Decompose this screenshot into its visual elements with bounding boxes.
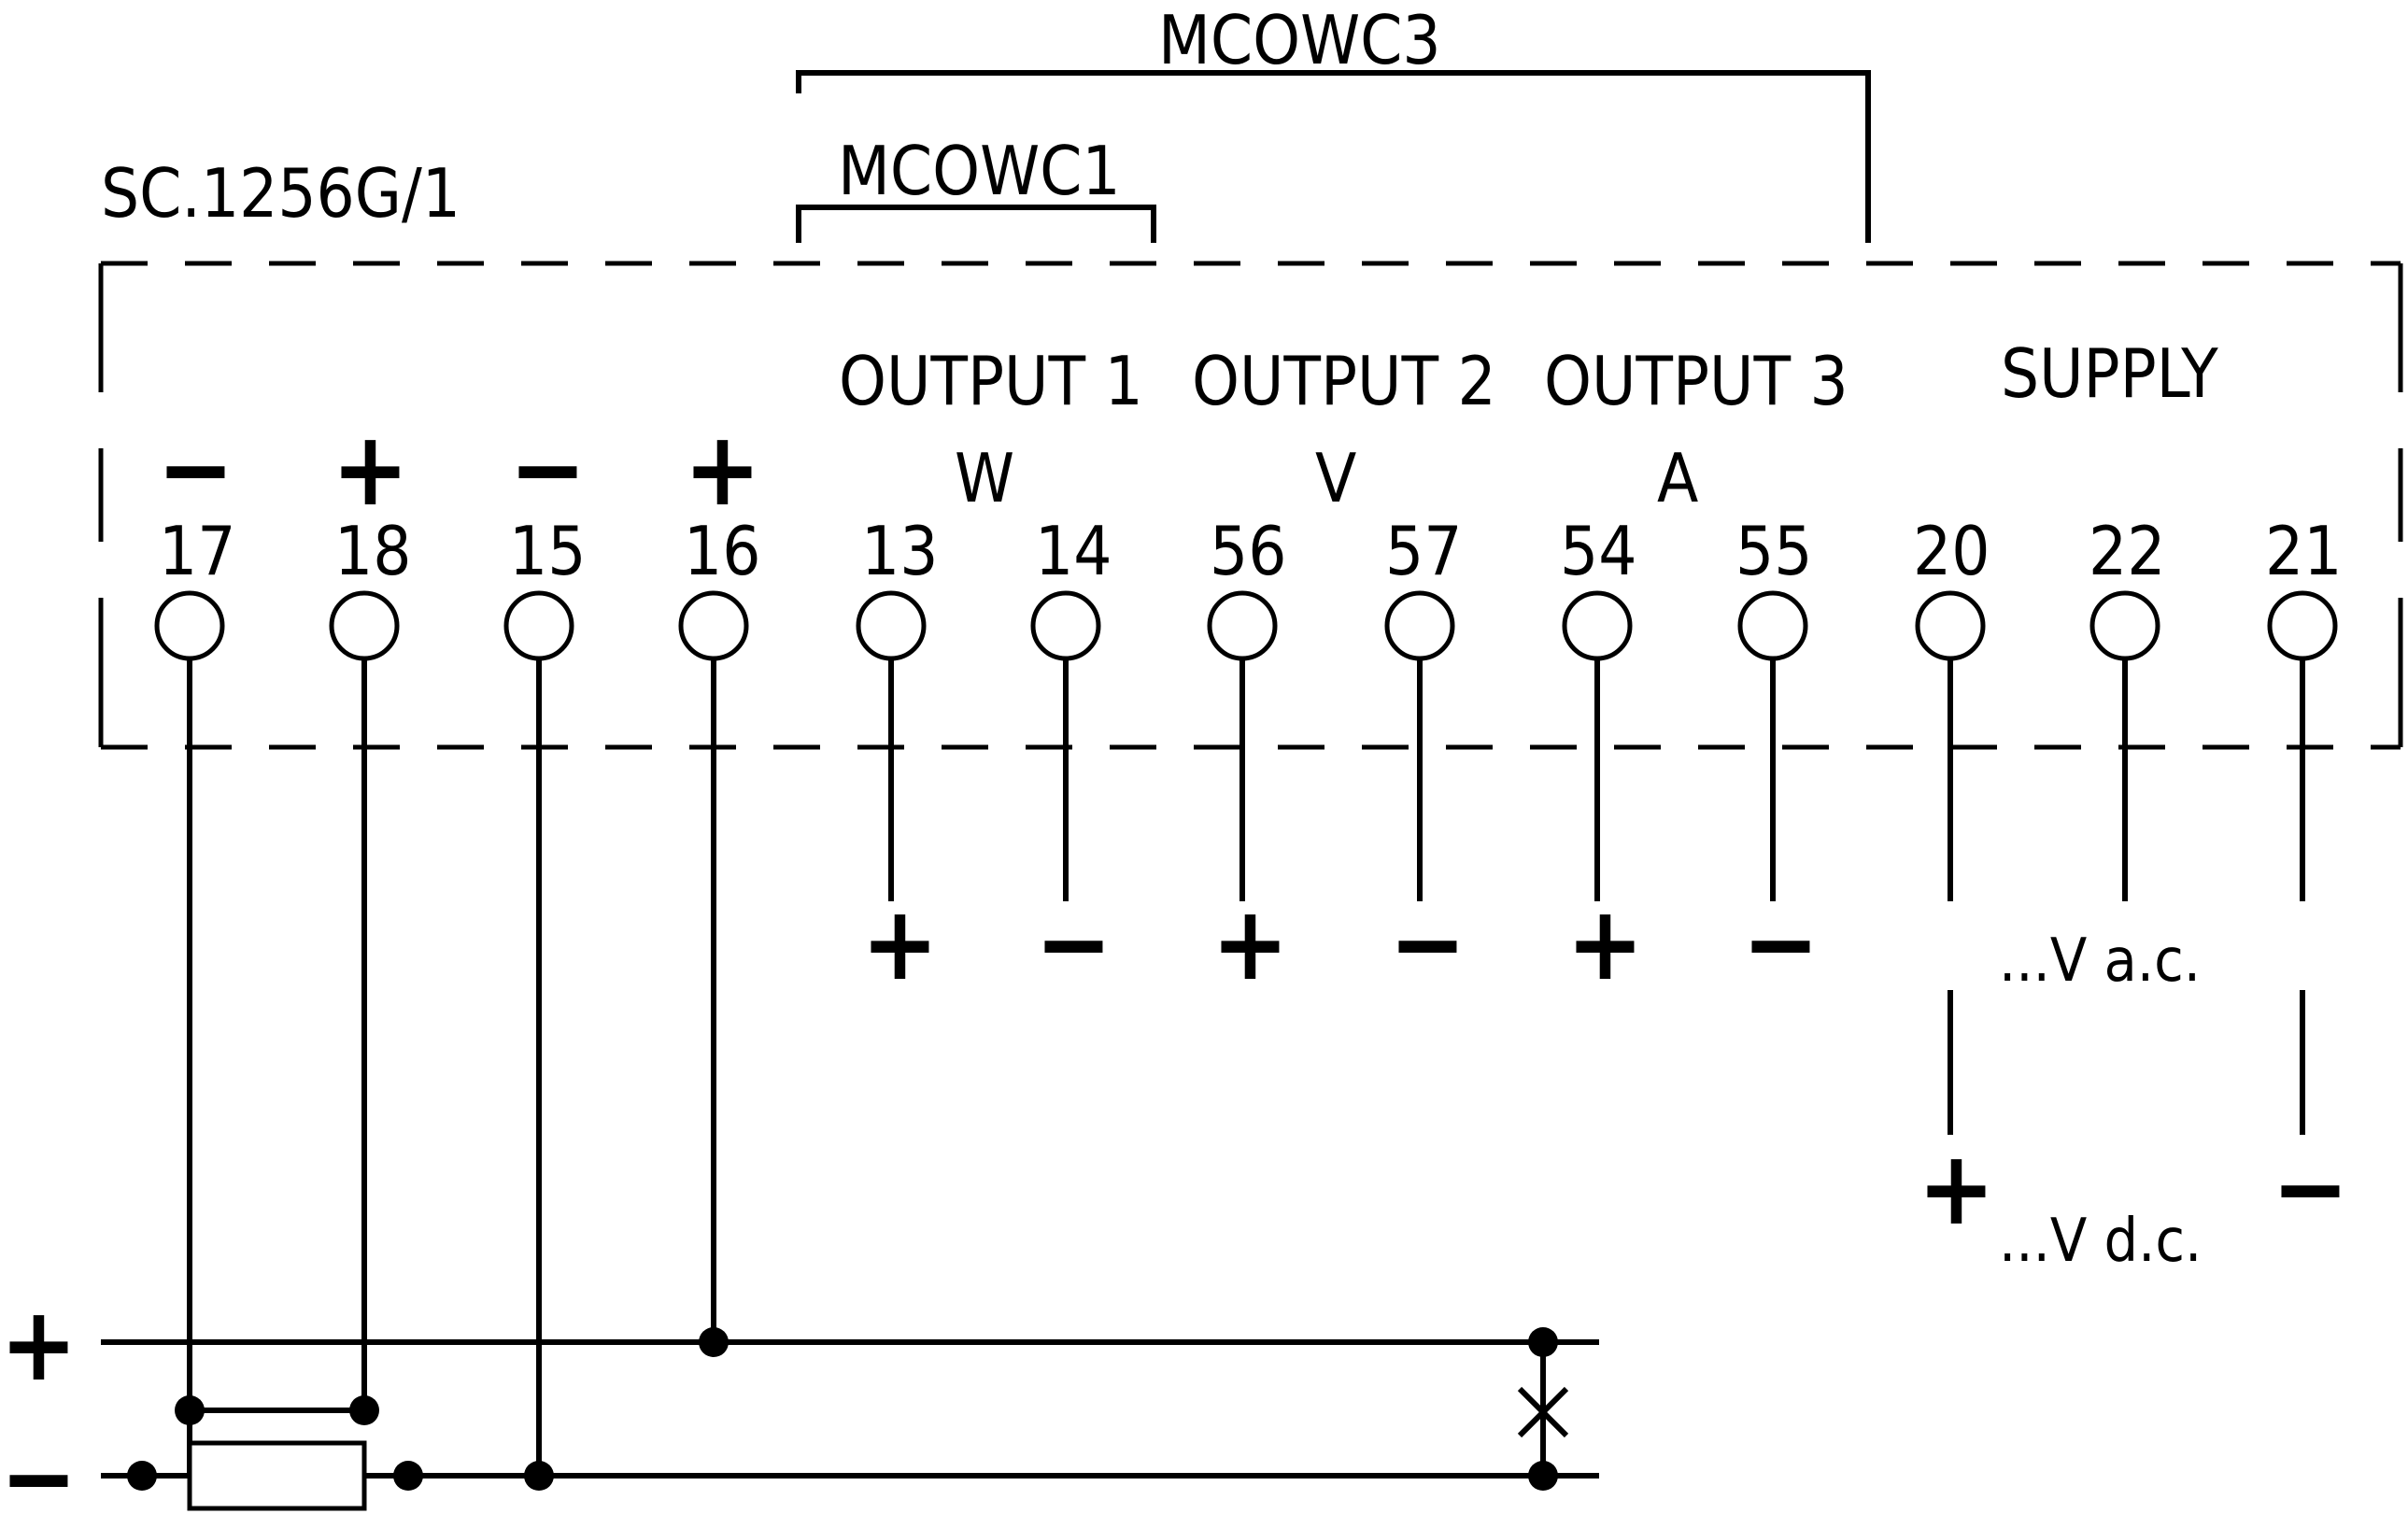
terminal-56: [1207, 590, 1278, 661]
terminal-number-21: 21: [2265, 512, 2342, 590]
input-polarity-18: +: [332, 409, 409, 529]
output-polarity-54: +: [1566, 884, 1644, 1003]
bracket-inner-label: MCOWC1: [838, 132, 1121, 210]
terminal-21: [2267, 590, 2338, 661]
terminals: [154, 590, 2338, 661]
terminal-55: [1737, 590, 1808, 661]
output-2-label: OUTPUT 2: [1192, 342, 1496, 420]
terminal-15: [503, 590, 574, 661]
device-label: SC.1256G/1: [101, 154, 460, 233]
terminal-20: [1915, 590, 1986, 661]
output-polarity-13: +: [861, 884, 939, 1003]
output-2-unit: V: [1315, 439, 1356, 517]
bracket-top: [796, 70, 1871, 243]
terminal-numbers: 17 18 15 16 13 14 56 57 54 55 20 22 21: [159, 512, 2342, 590]
terminal-14: [1030, 590, 1101, 661]
line-plus-label: +: [0, 1284, 78, 1404]
output-3-unit: A: [1657, 439, 1698, 517]
terminal-57: [1384, 590, 1455, 661]
terminal-22: [2089, 590, 2160, 661]
terminal-number-55: 55: [1735, 512, 1812, 590]
terminal-18: [329, 590, 400, 661]
terminal-wires: [187, 658, 2305, 1476]
supply-ac-label: ...V a.c.: [1999, 927, 2201, 996]
bracket-top-label: MCOWC3: [1158, 1, 1441, 79]
junction-dots: [127, 1327, 1558, 1491]
terminal-number-14: 14: [1035, 512, 1112, 590]
line-minus-label: −: [0, 1418, 78, 1514]
terminal-number-18: 18: [334, 512, 411, 590]
device-enclosure: [98, 261, 2403, 750]
input-polarity-17: −: [157, 409, 234, 529]
terminal-13: [856, 590, 927, 661]
terminal-number-54: 54: [1560, 512, 1636, 590]
switch-cross-b: [1517, 1386, 1569, 1438]
supply-dc-label: ...V d.c.: [1999, 1207, 2202, 1276]
terminal-number-56: 56: [1210, 512, 1286, 590]
terminal-number-17: 17: [159, 512, 235, 590]
output-polarity-56: +: [1211, 884, 1289, 1003]
terminal-number-15: 15: [509, 512, 586, 590]
output-polarity-55: −: [1742, 884, 1820, 1003]
output-1-label: OUTPUT 1: [839, 342, 1143, 420]
supply-dc-plus: +: [1918, 1128, 1995, 1248]
terminal-number-13: 13: [861, 512, 938, 590]
output-3-label: OUTPUT 3: [1544, 342, 1848, 420]
terminal-number-16: 16: [684, 512, 760, 590]
input-polarity-16: +: [684, 409, 761, 529]
output-polarity-14: −: [1035, 884, 1112, 1003]
bracket-inner: [796, 205, 1156, 243]
output-1-unit: W: [955, 439, 1014, 517]
output-polarity-57: −: [1389, 884, 1466, 1003]
terminal-number-20: 20: [1913, 512, 1990, 590]
terminal-number-57: 57: [1385, 512, 1462, 590]
supply-label: SUPPLY: [2001, 334, 2218, 413]
supply-dc-minus: −: [2272, 1128, 2349, 1248]
terminal-17: [154, 590, 225, 661]
terminal-54: [1562, 590, 1633, 661]
input-polarity-15: −: [509, 409, 587, 529]
terminal-16: [678, 590, 749, 661]
terminal-number-22: 22: [2089, 512, 2165, 590]
shunt-resistor: [187, 1440, 367, 1511]
